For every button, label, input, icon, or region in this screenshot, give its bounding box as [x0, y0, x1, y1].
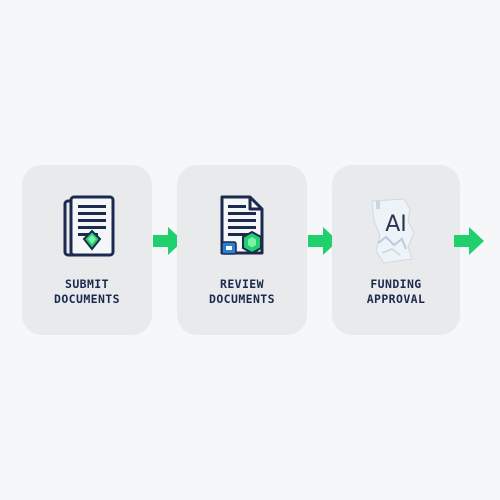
- step-label-line-1: SUBMIT: [65, 277, 109, 291]
- arrow-right-icon: [153, 227, 183, 255]
- arrow-right-icon: [308, 227, 338, 255]
- ai-icon: AI: [371, 198, 415, 264]
- step-card-funding-approval: AI FUNDING APPROVAL: [332, 165, 460, 335]
- step-label-line-2: DOCUMENTS: [209, 292, 275, 306]
- step-label-line-2: APPROVAL: [366, 292, 426, 306]
- step-label: REVIEW DOCUMENTS: [177, 277, 307, 307]
- step-card-review-documents: REVIEW DOCUMENTS: [177, 165, 307, 335]
- step-label-line-1: REVIEW: [220, 277, 264, 291]
- ai-icon-text: AI: [385, 212, 407, 237]
- document-diamond-icon: [63, 195, 115, 257]
- document-review-icon: [220, 195, 264, 255]
- arrow-right-icon: [454, 227, 484, 255]
- step-label-line-1: FUNDING: [370, 277, 422, 291]
- step-label-line-2: DOCUMENTS: [54, 292, 120, 306]
- step-label: SUBMIT DOCUMENTS: [22, 277, 152, 307]
- step-card-submit-documents: SUBMIT DOCUMENTS: [22, 165, 152, 335]
- step-label: FUNDING APPROVAL: [332, 277, 460, 307]
